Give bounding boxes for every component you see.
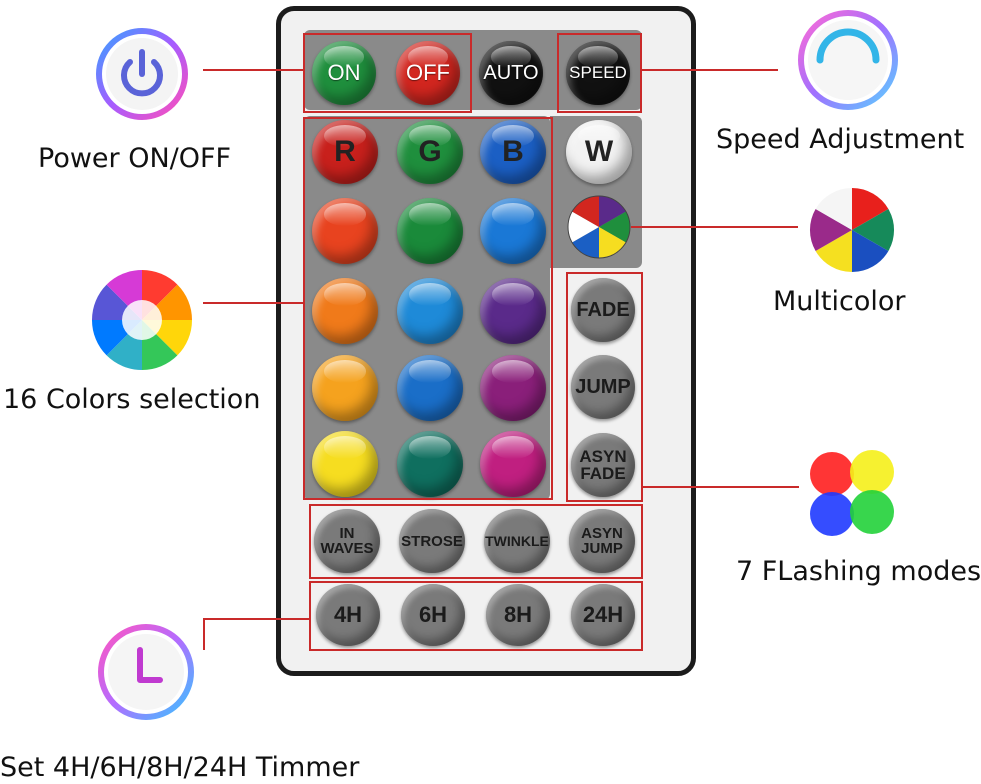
color-button-1-1[interactable] (312, 198, 378, 264)
timer-8h-label: 8H (503, 602, 533, 627)
asyn-fade-label-2: FADE (580, 464, 626, 483)
jump-button[interactable]: JUMP (571, 355, 635, 419)
off-button[interactable]: OFF (396, 41, 460, 105)
blue-label: B (502, 135, 524, 168)
flash-connector (643, 486, 799, 488)
timer-24h-label: 24H (582, 602, 624, 627)
multicolor-icon (809, 188, 895, 272)
asyn-jump-label-1: ASYN (581, 525, 623, 542)
strose-button[interactable]: STROSE (399, 509, 465, 573)
flash-right-callout-box (566, 272, 643, 502)
green-button[interactable]: G (397, 120, 463, 184)
clock-icon (98, 624, 194, 720)
flashing-icon (810, 450, 894, 536)
color-button-1-3[interactable] (480, 198, 546, 264)
speed-button[interactable]: SPEED (566, 41, 630, 105)
color-button-3-1[interactable] (312, 355, 378, 421)
flashing-caption: 7 FLashing modes (736, 556, 981, 587)
auto-button[interactable]: AUTO (479, 41, 543, 105)
asyn-jump-button[interactable]: ASYN JUMP (569, 509, 635, 573)
color-button-2-1[interactable] (312, 278, 378, 344)
on-button[interactable]: ON (312, 41, 376, 105)
multicolor-button[interactable] (566, 194, 632, 260)
speed-label: SPEED (569, 63, 627, 82)
timer-caption: Set 4H/6H/8H/24H Timmer (0, 752, 360, 783)
timer-connector-h (203, 618, 309, 620)
white-label: W (584, 135, 614, 168)
blue-button[interactable]: B (480, 120, 546, 184)
colors-connector (203, 302, 303, 304)
off-label: OFF (406, 60, 450, 85)
auto-label: AUTO (483, 61, 539, 84)
speed-callout-box (557, 33, 642, 113)
power-callout-box (303, 33, 472, 113)
timer-connector-v (203, 618, 205, 650)
color-button-4-2[interactable] (397, 431, 463, 497)
asyn-fade-label-1: ASYN (579, 447, 627, 466)
power-icon (96, 28, 188, 120)
timer-24h-button[interactable]: 24H (571, 584, 635, 646)
in-waves-label-1: IN (339, 525, 355, 542)
multicolor-connector (631, 226, 798, 228)
fade-label: FADE (576, 299, 630, 321)
timer-6h-button[interactable]: 6H (401, 584, 465, 646)
timer-6h-label: 6H (418, 602, 448, 627)
speed-connector (642, 69, 778, 71)
colors-caption: 16 Colors selection (3, 384, 261, 415)
red-label: R (334, 135, 356, 168)
timer-4h-button[interactable]: 4H (316, 584, 380, 646)
twinkle-label: TWINKLE (485, 533, 549, 549)
timer-callout-box (309, 581, 643, 651)
timer-4h-label: 4H (333, 602, 363, 627)
jump-label: JUMP (575, 376, 631, 398)
strose-label: STROSE (401, 532, 463, 550)
twinkle-button[interactable]: TWINKLE (484, 509, 550, 573)
multicolor-wheel-icon (567, 195, 631, 259)
color-button-3-3[interactable] (480, 355, 546, 421)
timer-8h-button[interactable]: 8H (486, 584, 550, 646)
color-button-3-2[interactable] (397, 355, 463, 421)
color-button-4-3[interactable] (480, 431, 546, 497)
red-button[interactable]: R (312, 120, 378, 184)
speed-icon (798, 10, 898, 110)
color-button-1-2[interactable] (397, 198, 463, 264)
flash-bottom-callout-box (309, 504, 643, 579)
asyn-fade-button[interactable]: ASYN FADE (571, 433, 635, 497)
color-button-2-3[interactable] (480, 278, 546, 344)
color-button-4-1[interactable] (312, 431, 378, 497)
power-connector (203, 69, 303, 71)
color-button-2-2[interactable] (397, 278, 463, 344)
color-wheel-icon (91, 269, 193, 371)
white-button[interactable]: W (566, 120, 632, 184)
speed-caption: Speed Adjustment (716, 124, 965, 155)
asyn-jump-label-2: JUMP (581, 540, 623, 557)
in-waves-button[interactable]: IN WAVES (314, 509, 380, 573)
multicolor-caption: Multicolor (773, 286, 906, 317)
green-label: G (418, 135, 442, 168)
fade-button[interactable]: FADE (571, 278, 635, 342)
in-waves-label-2: WAVES (320, 540, 374, 557)
colors-callout-box (303, 117, 553, 500)
power-caption: Power ON/OFF (38, 143, 232, 174)
on-label: ON (327, 60, 361, 85)
